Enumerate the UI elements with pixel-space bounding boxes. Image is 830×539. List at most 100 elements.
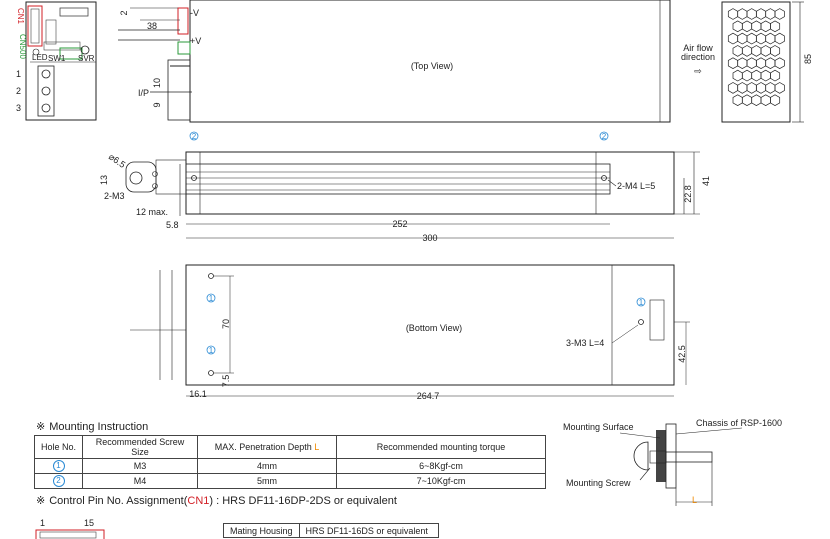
dim-5-8: 5.8 bbox=[166, 220, 179, 230]
dim-42-5: 42.5 bbox=[677, 345, 687, 363]
mount-diagram: Mounting Surface Chassis of RSP-1600 Mou… bbox=[563, 418, 782, 506]
hole-number-badge: 1 bbox=[52, 460, 65, 472]
fan-hex-cell bbox=[732, 94, 743, 107]
fan-honeycomb bbox=[727, 8, 785, 107]
fan-hex-cell bbox=[770, 69, 781, 82]
fan-hex-cell bbox=[741, 69, 753, 82]
mating-value: HRS DF11-16DS or equivalent bbox=[298, 523, 439, 538]
chassis-label: Chassis of RSP-1600 bbox=[696, 418, 782, 428]
fan-hex-cell bbox=[732, 69, 743, 82]
mounting-table: Hole No. Recommended Screw Size MAX. Pen… bbox=[33, 435, 547, 489]
dim-38: 38 bbox=[147, 21, 157, 31]
hole-cell: 2 bbox=[33, 473, 84, 489]
minus-v-label: -V bbox=[190, 8, 199, 18]
pin-3-label: 3 bbox=[16, 103, 21, 113]
fan-hex-cell bbox=[774, 8, 785, 20]
mounting-surface-label: Mounting Surface bbox=[563, 422, 634, 432]
fan-hex-cell bbox=[755, 57, 767, 70]
hole-mark-2-left: 2 bbox=[192, 132, 197, 141]
fan-hex-cell bbox=[751, 94, 762, 107]
fan-hex-cell bbox=[755, 8, 767, 20]
fan-hex-cell bbox=[741, 94, 753, 107]
airflow-label-line2: direction bbox=[681, 52, 715, 62]
fan-hex-cell bbox=[774, 32, 785, 45]
top-view-label: (Top View) bbox=[411, 61, 453, 71]
pin-1-label: 1 bbox=[16, 69, 21, 79]
torque-cell: 6~8Kgf-cm bbox=[336, 458, 547, 474]
fan-hex-cell bbox=[770, 45, 781, 57]
fan-hex-cell bbox=[746, 57, 757, 70]
dim-252: 252 bbox=[392, 219, 407, 229]
reference-mark: ※ bbox=[36, 495, 46, 507]
fan-hex-cell bbox=[727, 32, 739, 45]
dim-2: 2 bbox=[119, 10, 129, 15]
table-row: 2 M4 5mm 7~10Kgf-cm bbox=[33, 473, 547, 489]
col-torque: Recommended mounting torque bbox=[336, 435, 547, 459]
fan-hex-cell bbox=[770, 20, 781, 33]
dim-10: 10 bbox=[152, 78, 162, 88]
cn500-label: CN500 bbox=[18, 34, 27, 59]
col-screw-size: Recommended Screw Size bbox=[82, 435, 199, 459]
fan-hex-cell bbox=[774, 57, 785, 70]
dim-264-7: 264.7 bbox=[417, 391, 440, 401]
fan-hex-cell bbox=[746, 82, 757, 94]
hole-cell: 1 bbox=[33, 458, 84, 474]
cn1-label: CN1 bbox=[16, 8, 25, 25]
dim-22-8: 22.8 bbox=[683, 185, 693, 203]
max-label: 12 max. bbox=[136, 207, 168, 217]
m3-l4-label: 3-M3 L=4 bbox=[566, 338, 604, 348]
pin-1-index: 1 bbox=[40, 518, 45, 528]
fan-grille bbox=[721, 1, 791, 123]
top-view: -V +V I/P 2 38 10 9 (Top View) bbox=[118, 0, 671, 123]
reference-mark: ※ bbox=[36, 421, 46, 433]
led-label: LED bbox=[32, 53, 48, 62]
fan-hex-cell bbox=[765, 57, 776, 70]
control-pin-text-before: Control Pin No. Assignment( bbox=[49, 495, 188, 507]
hole-mark-1-right: 1 bbox=[639, 298, 644, 307]
depth-cell: 4mm bbox=[197, 458, 338, 474]
control-pin-title: ※Control Pin No. Assignment(CN1) : HRS D… bbox=[36, 494, 397, 507]
dim-13: 13 bbox=[99, 175, 109, 185]
fan-hex-cell bbox=[741, 20, 753, 33]
hole-mark-1-lower: 1 bbox=[209, 346, 214, 355]
torque-cell: 7~10Kgf-cm bbox=[336, 473, 547, 489]
fan-hex-cell bbox=[737, 82, 748, 94]
fan-hex-cell bbox=[765, 8, 776, 20]
l-label: L bbox=[692, 495, 697, 505]
fan-hex-cell bbox=[737, 32, 748, 45]
dim-85: 85 bbox=[803, 54, 813, 64]
fan-hex-cell bbox=[727, 57, 739, 70]
dim-300: 300 bbox=[422, 233, 437, 243]
dim-9: 9 bbox=[152, 102, 162, 107]
fan-hex-cell bbox=[737, 57, 748, 70]
hole-number-badge: 2 bbox=[52, 475, 65, 487]
hole-diameter: ⌀6.5 bbox=[107, 151, 127, 169]
connector-panel: CN1 CN500 LED SW1 SVR 1 2 3 bbox=[16, 1, 97, 121]
fan-hex-cell bbox=[751, 69, 762, 82]
m3-label: 2-M3 bbox=[104, 191, 125, 201]
fan-hex-cell bbox=[732, 20, 743, 33]
hole-mark-2-right: 2 bbox=[602, 132, 607, 141]
fan-hex-cell bbox=[737, 8, 748, 20]
fan-hex-cell bbox=[727, 8, 739, 20]
mounting-instruction-title: ※Mounting Instruction bbox=[36, 420, 148, 433]
dim-41: 41 bbox=[701, 176, 711, 186]
fan-hex-cell bbox=[765, 82, 776, 94]
fan-hex-cell bbox=[755, 32, 767, 45]
fan-hex-cell bbox=[760, 20, 771, 33]
mounting-table-header: Hole No. Recommended Screw Size MAX. Pen… bbox=[33, 435, 547, 459]
mating-label: Mating Housing bbox=[223, 523, 300, 538]
airflow-section: Air flow direction ⇨ 85 bbox=[681, 1, 813, 123]
svr-label: SVR bbox=[78, 54, 95, 63]
depth-cell: 5mm bbox=[197, 473, 338, 489]
bottom-view-label: (Bottom View) bbox=[406, 323, 462, 333]
fan-hex-cell bbox=[755, 82, 767, 94]
fan-hex-cell bbox=[760, 94, 771, 107]
control-pin-text-after: ) : HRS DF11-16DP-2DS or equivalent bbox=[209, 495, 397, 507]
col-depth-text: MAX. Penetration Depth bbox=[214, 442, 312, 452]
col-depth: MAX. Penetration Depth L bbox=[197, 435, 338, 459]
table-row: Mating Housing HRS DF11-16DS or equivale… bbox=[223, 523, 439, 538]
screw-cell: M4 bbox=[82, 473, 199, 489]
m4-label: 2-M4 L=5 bbox=[617, 181, 655, 191]
